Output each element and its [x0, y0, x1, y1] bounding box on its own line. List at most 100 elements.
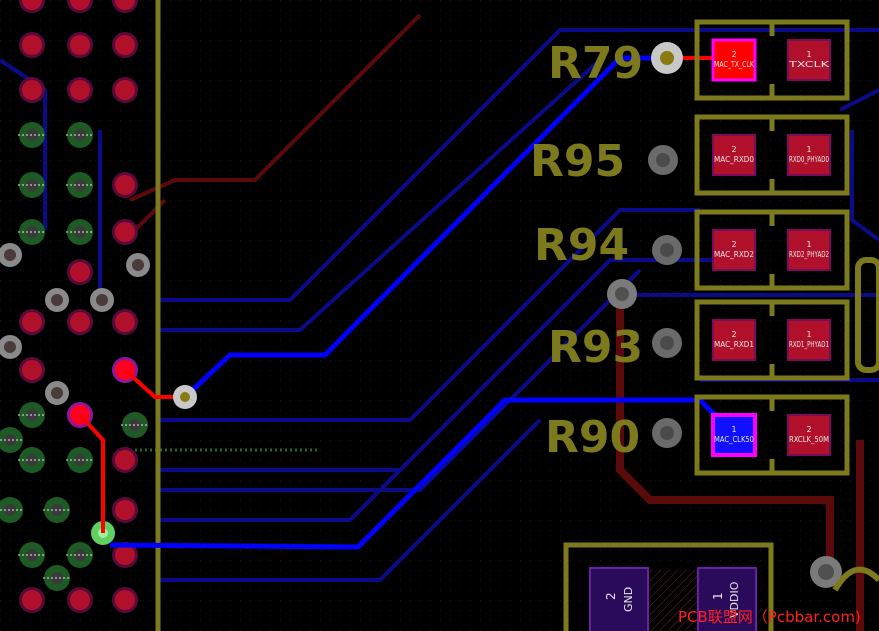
bottom-pad-vddio-net: VDDIO	[728, 581, 741, 618]
bga-pad[interactable]	[19, 0, 45, 13]
bga-pad[interactable]	[66, 447, 94, 473]
bga-pad[interactable]	[45, 288, 69, 312]
right-vias[interactable]	[173, 42, 842, 588]
bga-pad[interactable]	[19, 32, 45, 58]
bga-pad[interactable]	[67, 259, 93, 285]
resistor-pads[interactable]: 2MAC_TX_CLK1TXCLK2MAC_RXD01RXD0_PHYAD02M…	[711, 38, 831, 457]
bottom-pad-gnd[interactable]	[589, 567, 649, 631]
bottom-component[interactable]: 2 GND 1 VDDIO	[563, 542, 774, 631]
pad-net-label: RXCLK_50M	[789, 435, 829, 444]
bga-pad[interactable]	[112, 447, 138, 473]
pad-net-label: MAC_RXD2	[714, 250, 754, 259]
pad-number: 2	[731, 330, 736, 339]
bga-pad[interactable]	[0, 497, 24, 523]
bottom-copper-traces-active[interactable]	[109, 55, 720, 550]
bga-pad[interactable]	[112, 0, 138, 13]
bga-pad[interactable]	[66, 172, 94, 198]
pad-number: 1	[806, 145, 811, 154]
bga-pad[interactable]	[45, 381, 69, 405]
pad-number: 2	[731, 50, 736, 59]
refdes-r94: R94	[534, 220, 629, 271]
bga-pad[interactable]	[66, 219, 94, 245]
bga-pad-field	[0, 0, 150, 613]
pad-number: 1	[731, 425, 736, 434]
reference-designators: R79 R95 R94 R93 R90	[530, 38, 643, 463]
bga-pad[interactable]	[19, 587, 45, 613]
pad-net-label: MAC_TX_CLK	[714, 60, 755, 69]
bga-pad[interactable]	[0, 427, 24, 453]
bga-pad[interactable]	[112, 219, 138, 245]
refdes-r90: R90	[545, 412, 640, 463]
bottom-pad-hatch	[648, 570, 698, 630]
via-hole	[660, 426, 674, 440]
bga-pad[interactable]	[112, 77, 138, 103]
bga-pad[interactable]	[90, 288, 114, 312]
pad-net-label: MAC_RXD1	[714, 340, 754, 349]
via-hole	[180, 392, 190, 402]
pad-number: 1	[806, 240, 811, 249]
pad-number: 2	[731, 145, 736, 154]
via-hole	[660, 243, 674, 257]
refdes-r95: R95	[530, 136, 625, 187]
bga-pad[interactable]	[112, 497, 138, 523]
bga-pad[interactable]	[18, 172, 46, 198]
bga-pad[interactable]	[121, 412, 149, 438]
bottom-pad-gnd-number: 2	[604, 592, 618, 600]
bottom-pad-vddio[interactable]	[697, 567, 757, 631]
via-hole	[818, 564, 834, 580]
pad-number: 1	[806, 330, 811, 339]
pad-net-label: TXCLK	[787, 60, 831, 69]
bga-pad[interactable]	[18, 402, 46, 428]
pad-net-label: MAC_RXD0	[714, 155, 754, 164]
bga-pad[interactable]	[67, 32, 93, 58]
via-hole	[660, 51, 674, 65]
bottom-copper-traces-dim	[0, 28, 879, 582]
bga-pad[interactable]	[43, 497, 71, 523]
bga-pad[interactable]	[19, 357, 45, 383]
bga-pad[interactable]	[0, 243, 22, 267]
pad-net-label: MAC_CLK50	[714, 435, 754, 444]
pad-number: 2	[731, 240, 736, 249]
bga-pad[interactable]	[112, 32, 138, 58]
bga-pad[interactable]	[112, 542, 138, 568]
bga-pad[interactable]	[43, 565, 71, 591]
pad-number: 1	[806, 50, 811, 59]
bga-pad[interactable]	[18, 447, 46, 473]
bga-pad[interactable]	[112, 309, 138, 335]
via-hole	[656, 153, 670, 167]
via-hole	[660, 336, 674, 350]
watermark: PCB联盟网（Pcbbar.com)	[678, 608, 861, 626]
copper-pour	[616, 300, 864, 631]
bga-pad[interactable]	[66, 542, 94, 568]
bga-pad[interactable]	[67, 309, 93, 335]
bga-pad[interactable]	[67, 77, 93, 103]
pad-net-label: RXD2_PHYAD2	[789, 250, 829, 259]
bga-pad[interactable]	[18, 122, 46, 148]
bga-pad[interactable]	[18, 542, 46, 568]
bga-pad[interactable]	[19, 77, 45, 103]
bga-pad[interactable]	[0, 335, 22, 359]
bga-pad[interactable]	[67, 587, 93, 613]
pad-net-label: RXD1_PHYAD1	[789, 340, 829, 349]
bga-pad[interactable]	[112, 587, 138, 613]
bottom-pad-vddio-number: 1	[711, 592, 725, 600]
bga-pad[interactable]	[19, 309, 45, 335]
bga-pad[interactable]	[66, 122, 94, 148]
bga-pad[interactable]	[67, 0, 93, 13]
bga-pad[interactable]	[126, 253, 150, 277]
bga-pad[interactable]	[18, 219, 46, 245]
pad-net-label: RXD0_PHYAD0	[789, 155, 829, 164]
silkscreen-outlines	[694, 19, 850, 476]
bga-pad[interactable]	[112, 172, 138, 198]
